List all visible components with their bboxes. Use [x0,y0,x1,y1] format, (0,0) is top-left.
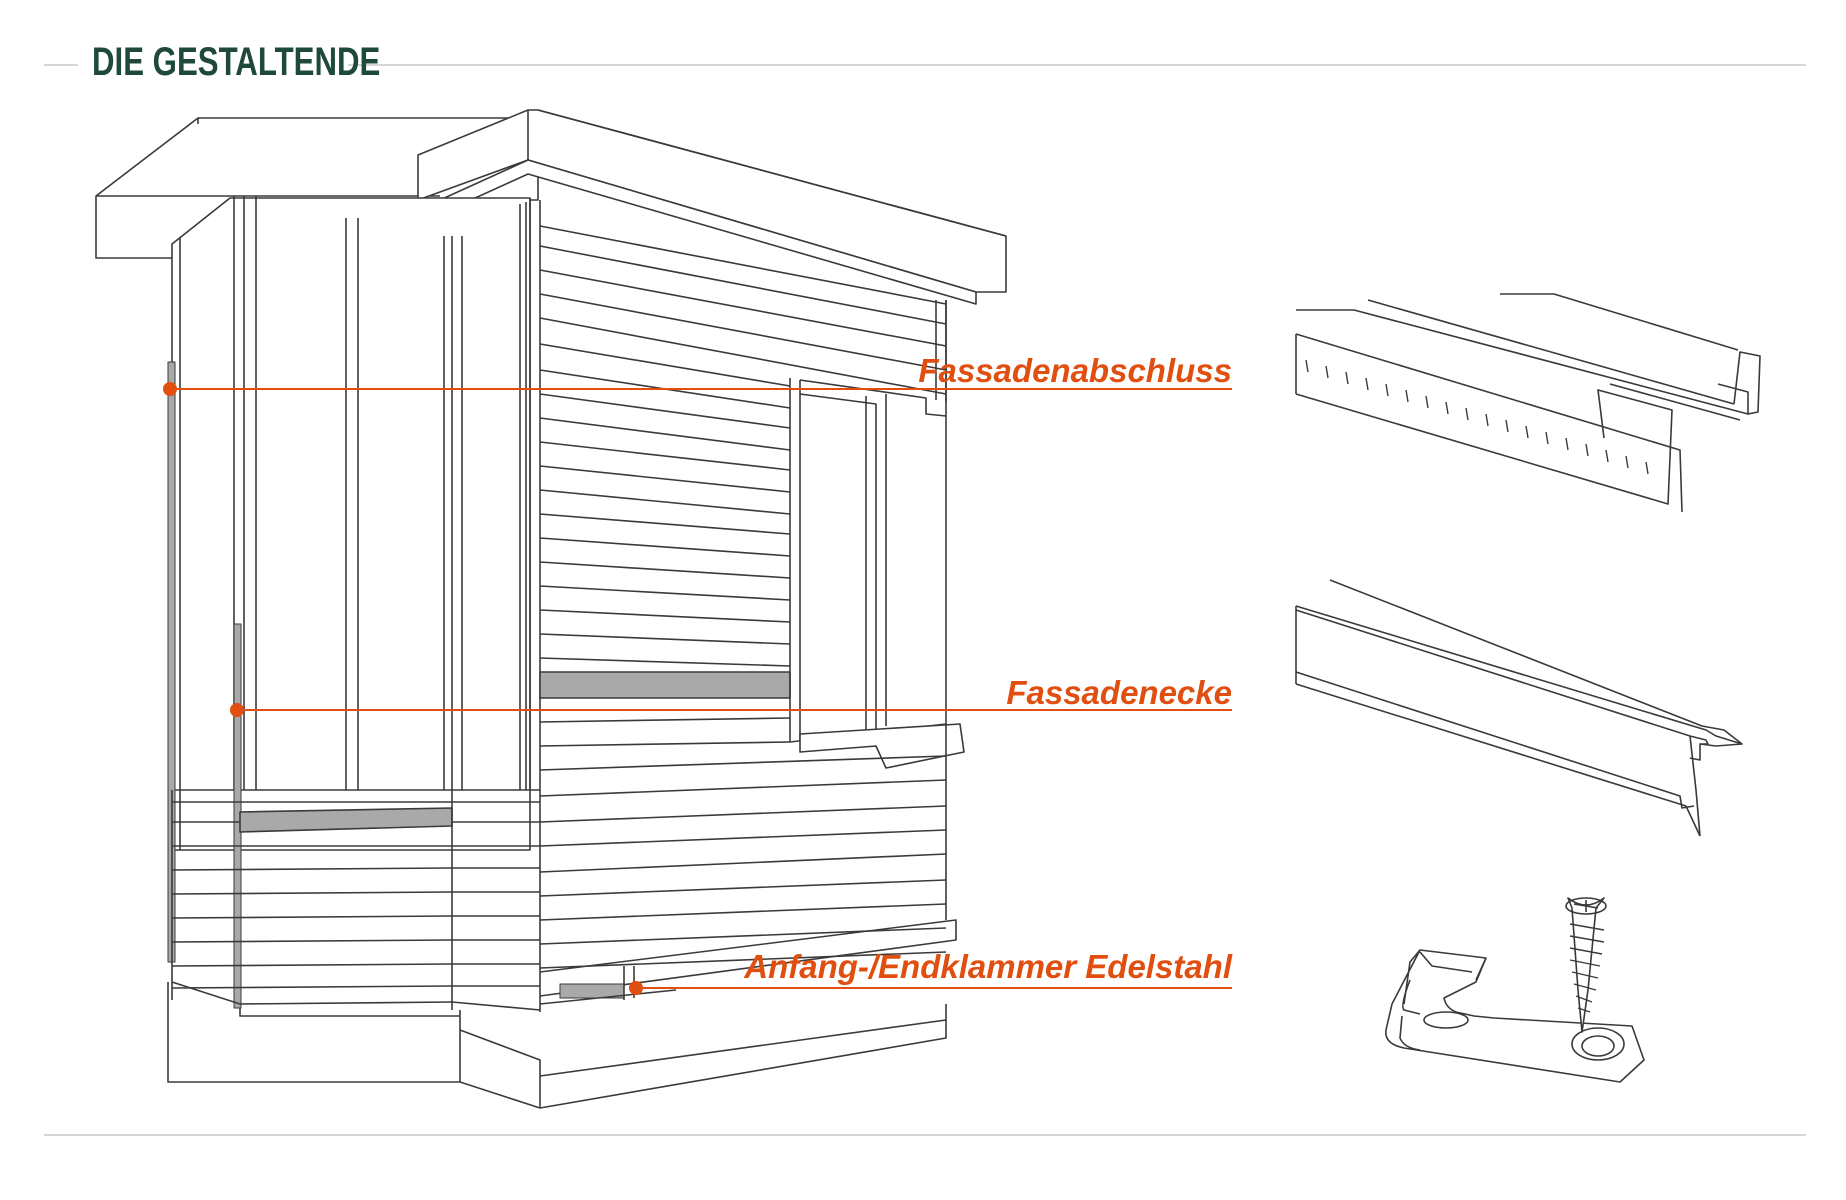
plinth [167,982,947,1109]
footer-rule [44,1134,1806,1136]
callout-label-fassadenabschluss: Fassadenabschluss [918,352,1232,389]
page-title: DIE GESTALTENDE [92,40,381,84]
header-rule-right [348,64,1806,66]
left-wall [171,196,540,851]
callout-dot-fassadenecke [230,703,244,717]
profile-fassadenecke [1295,579,1743,837]
header-rule-left [44,64,78,66]
callout-dot-fassadenabschluss [163,382,177,396]
lower-left-boards [171,790,541,1011]
callout-label-klammer: Anfang-/Endklammer Edelstahl [744,948,1232,985]
right-wall [525,200,965,1012]
profile-fassadenabschluss [1295,293,1761,513]
callout-label-fassadenecke: Fassadenecke [1006,674,1232,711]
callout-dot-klammer [629,981,643,995]
profile-clip-screw [1385,897,1645,1083]
